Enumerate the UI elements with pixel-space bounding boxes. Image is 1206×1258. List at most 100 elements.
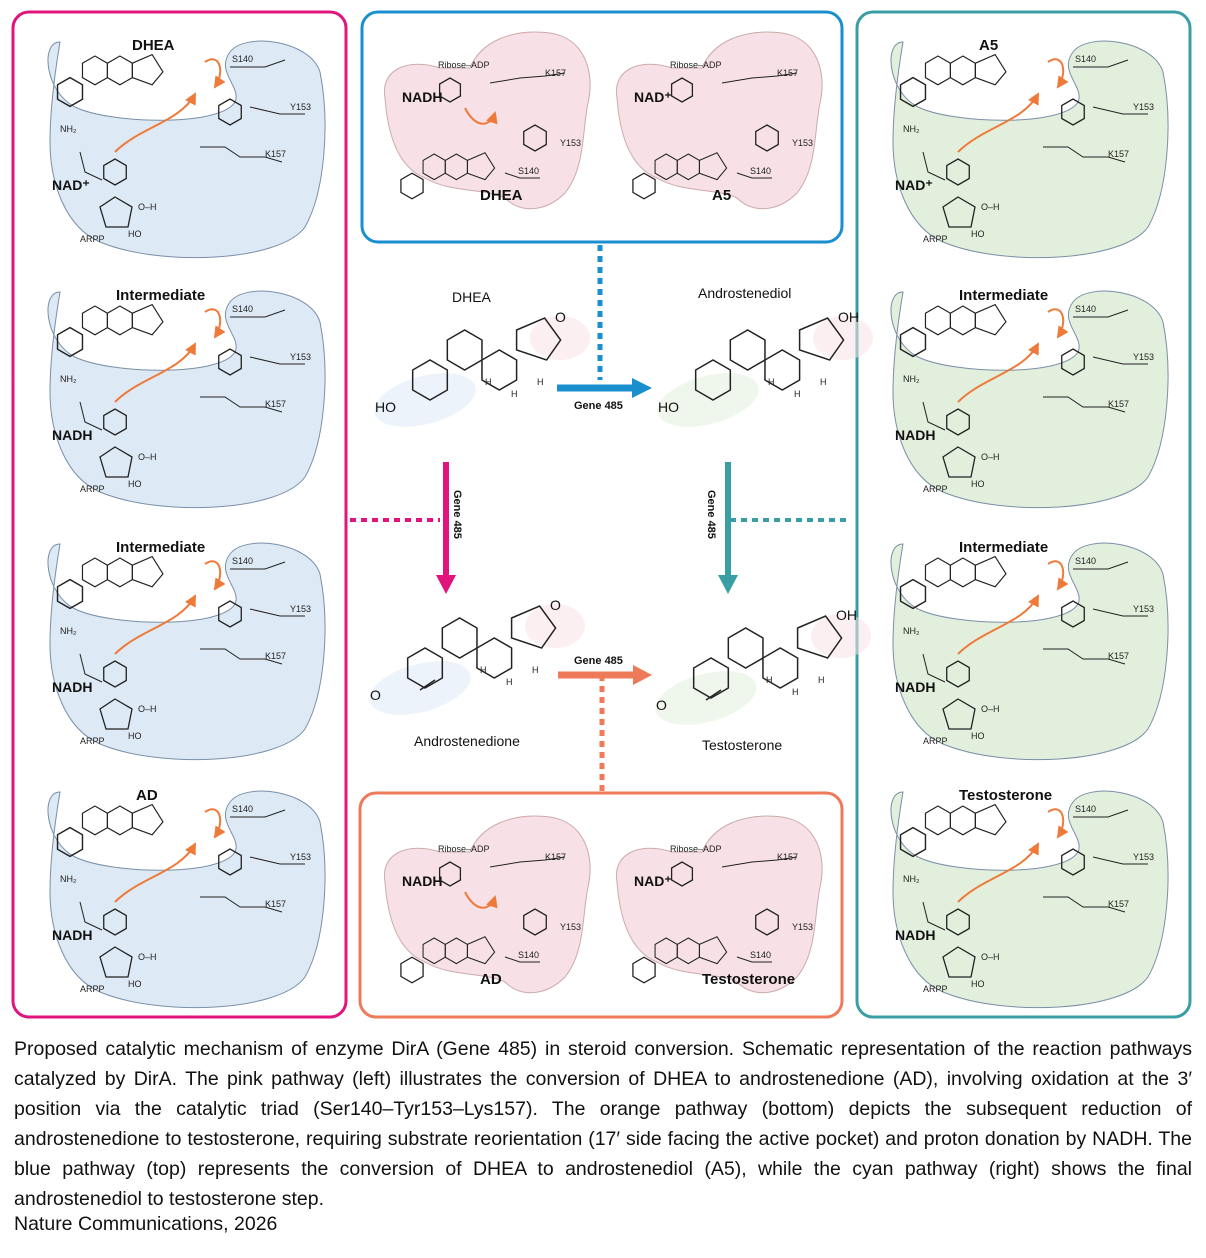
tyr-chain xyxy=(1092,106,1148,115)
tyr-ring xyxy=(1061,348,1085,376)
nicotinamide-ring xyxy=(103,408,127,436)
substrate-skeleton xyxy=(899,803,1007,858)
ribose-adp-label: Ribose–ADP xyxy=(670,844,722,854)
ser-chain xyxy=(1073,59,1129,68)
lys-chain xyxy=(1043,896,1126,913)
ring-c xyxy=(762,647,799,689)
ribose-oh: O–H xyxy=(981,704,1000,714)
ring-a xyxy=(899,76,927,108)
gene-label-left: Gene 485 xyxy=(451,490,463,539)
stage-label: DHEA xyxy=(132,37,175,54)
ser-chain xyxy=(1073,561,1129,570)
cofactor-label: NAD⁺ xyxy=(895,177,933,193)
ring-c xyxy=(481,349,518,391)
lys-chain xyxy=(489,856,566,868)
nicotinamide-ring xyxy=(103,158,127,186)
ring-d xyxy=(698,152,728,181)
ribose-ho: HO xyxy=(128,229,142,239)
substrate-skeleton xyxy=(899,303,1007,358)
lys-chain xyxy=(200,648,283,665)
residue-y153: Y153 xyxy=(1133,852,1154,862)
pocket-shape xyxy=(616,31,823,210)
pocket-shape xyxy=(47,290,326,509)
residue-y153: Y153 xyxy=(1133,102,1154,112)
ring-d xyxy=(131,555,164,588)
ring-d xyxy=(131,53,164,86)
amide-chain xyxy=(922,151,946,181)
stage-label: Testosterone xyxy=(959,787,1052,804)
ring-a xyxy=(899,578,927,610)
ribose-adp-label: Ribose–ADP xyxy=(438,844,490,854)
nicotinamide-ring xyxy=(103,660,127,688)
arpp-label: ARPP xyxy=(80,736,105,746)
proton-arrow xyxy=(1047,560,1069,591)
substrate-skeleton xyxy=(632,152,728,200)
lys-chain xyxy=(1043,648,1126,665)
ring-d xyxy=(798,317,845,361)
lys-chain xyxy=(721,72,798,84)
arpp-label: ARPP xyxy=(80,484,105,494)
residue-k157: K157 xyxy=(777,68,798,78)
tyr-chain xyxy=(249,356,305,365)
proton-arrow xyxy=(1047,808,1069,839)
amide-chain xyxy=(79,901,103,931)
dhea-name: DHEA xyxy=(452,289,492,305)
ring-d xyxy=(131,303,164,336)
proton-arrow xyxy=(1047,58,1069,89)
ring-a xyxy=(400,172,424,200)
ring-b xyxy=(727,627,764,669)
residue-s140: S140 xyxy=(750,166,771,176)
ring-a xyxy=(899,826,927,858)
top-pathway-frame xyxy=(360,10,844,244)
ribose-ho: HO xyxy=(128,979,142,989)
ring-c xyxy=(106,305,133,336)
proton-arrow xyxy=(204,308,226,339)
ser-chain xyxy=(504,172,540,179)
residue-y153: Y153 xyxy=(1133,352,1154,362)
nh2-label: NH₂ xyxy=(60,874,77,884)
ring-b xyxy=(924,557,951,588)
testosterone-name: Testosterone xyxy=(702,737,782,753)
ribose-ring xyxy=(942,946,976,978)
ring-b xyxy=(81,805,108,836)
substrate-skeleton xyxy=(56,555,164,610)
substrate-skeleton xyxy=(400,936,496,984)
residue-s140: S140 xyxy=(1075,804,1096,814)
hydride-arrow xyxy=(114,842,196,903)
androstenedione-name: Androstenedione xyxy=(414,733,520,749)
stereo-h-1: H xyxy=(485,377,492,387)
ring-c xyxy=(949,55,976,86)
ribose-ring xyxy=(99,196,133,228)
ring-d xyxy=(515,317,562,361)
ring-c xyxy=(949,557,976,588)
left-stage-group: DHEAS140Y153K157NH₂NAD⁺O–HHOARPPIntermed… xyxy=(47,37,326,1009)
ring-c xyxy=(949,805,976,836)
ring-a xyxy=(632,956,656,984)
tyr-ring xyxy=(218,600,242,628)
ribose-oh: O–H xyxy=(138,202,157,212)
ribose-oh: O–H xyxy=(138,952,157,962)
cofactor-label: NADH xyxy=(895,679,935,695)
tyr-ring xyxy=(218,98,242,126)
cofactor-label: NADH xyxy=(52,427,92,443)
residue-y153: Y153 xyxy=(560,138,581,148)
stereo-h-3: H xyxy=(532,665,539,675)
residue-s140: S140 xyxy=(232,54,253,64)
ring-a xyxy=(56,326,84,358)
residue-s140: S140 xyxy=(518,166,539,176)
residue-s140: S140 xyxy=(1075,304,1096,314)
androstenediol-name: Androstenediol xyxy=(698,285,791,301)
ribose-ho: HO xyxy=(971,229,985,239)
tyr-ring xyxy=(523,124,547,152)
nicotinamide-ring xyxy=(946,158,970,186)
pocket-shape xyxy=(890,290,1169,509)
amide-chain xyxy=(922,401,946,431)
ring-b xyxy=(441,617,478,659)
hydride-arrow xyxy=(114,92,196,153)
